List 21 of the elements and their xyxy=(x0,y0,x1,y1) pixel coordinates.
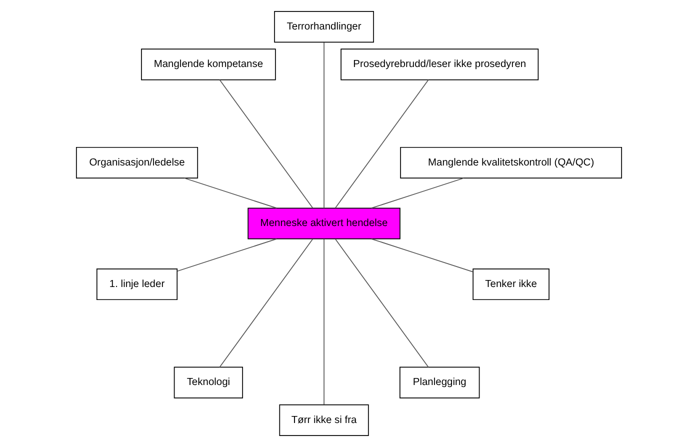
node-box: Tenker ikke xyxy=(472,268,549,300)
connector xyxy=(370,238,473,272)
connector xyxy=(218,238,313,368)
node-box: Menneske aktivert hendelse xyxy=(247,208,400,240)
node-box: Terrorhandlinger xyxy=(274,11,374,43)
node-box: Prosedyrebrudd/leser ikke prosedyren xyxy=(340,48,538,80)
node-box: Planlegging xyxy=(399,366,480,398)
node-box: Organisasjon/ledelse xyxy=(75,146,198,179)
connector xyxy=(176,238,277,272)
node-box: Manglende kompetanse xyxy=(140,48,276,80)
connector xyxy=(334,79,428,208)
connector xyxy=(323,42,324,208)
connector xyxy=(218,79,313,208)
node-box: Manglende kvalitetskontroll (QA/QC) xyxy=(400,146,622,179)
connector xyxy=(323,238,324,405)
node-box: 1. linje leder xyxy=(96,268,178,300)
node-box: Tørr ikke si fra xyxy=(278,404,368,436)
node-box: Teknologi xyxy=(173,366,243,398)
connector xyxy=(334,238,428,368)
connector xyxy=(183,178,277,209)
connector xyxy=(370,178,464,209)
